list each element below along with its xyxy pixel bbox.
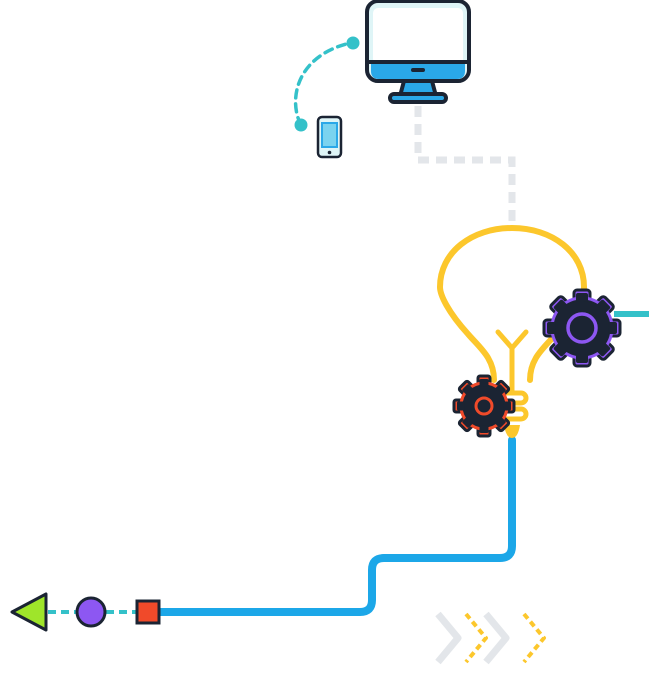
connector-line-blue <box>156 436 516 616</box>
square-icon <box>135 599 161 625</box>
gear-icon <box>452 374 516 438</box>
monitor-icon <box>365 0 471 104</box>
triangle-icon <box>10 592 48 632</box>
bulb-filament <box>495 329 529 395</box>
gear-icon <box>542 288 622 368</box>
dashed-connector-cyan-arc <box>293 41 352 127</box>
smartphone-icon <box>316 115 343 159</box>
connector-dot <box>346 36 360 50</box>
bulb-tip <box>504 425 520 438</box>
connector-dot <box>294 118 308 132</box>
circle-icon <box>75 596 107 628</box>
chevrons-right-icon <box>435 611 546 665</box>
dashed-connector-gray <box>414 106 516 226</box>
